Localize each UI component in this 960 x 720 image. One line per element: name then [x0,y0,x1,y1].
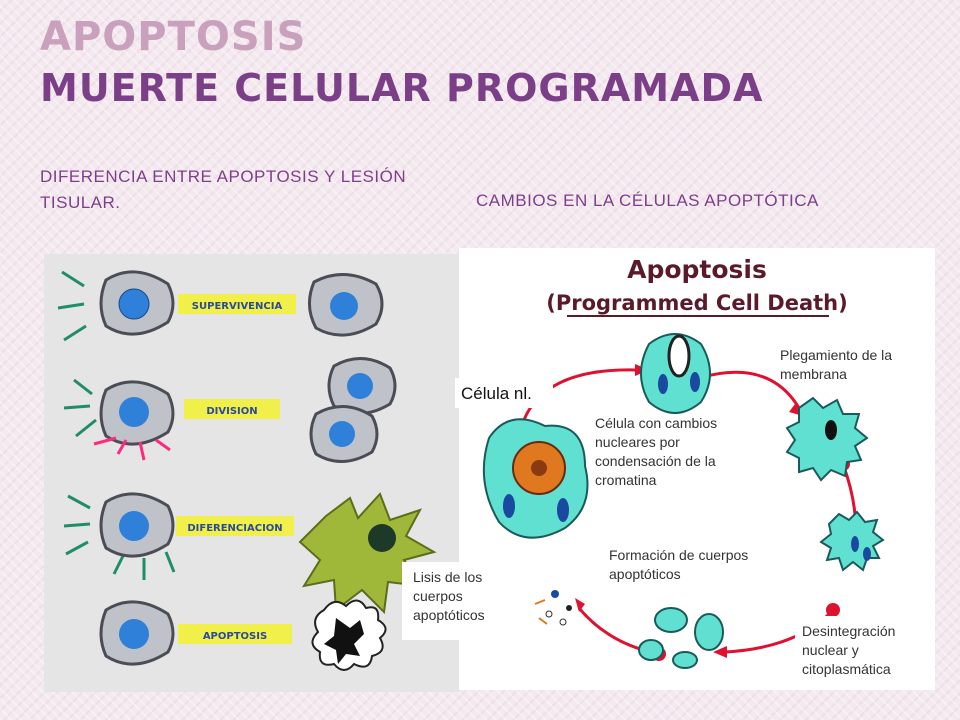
right-caption: CAMBIOS EN LA CÉLULAS APOPTÓTICA [476,191,819,210]
lysis-label: Lisis de los cuerpos apoptóticos [413,569,485,623]
cell-fate-figure: SUPERVIVENCIA DIVISION DIFERENCIACION [44,254,460,692]
disintegration-label-box [795,616,933,690]
apoptotic-bodies-label: Formación de cuerpos apoptóticos [609,547,749,582]
apoptotic-bodies [638,607,724,669]
row-label-division: DIVISION [206,406,257,417]
row-division: DIVISION [63,357,397,463]
normal-cell [482,418,589,539]
row-apoptosis: APOPTOSIS [99,599,387,671]
apoptosis-cycle-figure: Apoptosis (Programmed Cell Death) [459,248,935,690]
row-label-differentiation: DIFERENCIACION [187,523,282,534]
folding-cell [785,396,869,482]
figure-subtitle: (Programmed Cell Death) [546,291,847,315]
condensed-cell [640,333,711,414]
row-label-survival: SUPERVIVENCIA [192,301,283,312]
nuclear-changes-label: Célula con cambios nucleares por condens… [595,415,718,488]
membrane-folding-label: Plegamiento de la membrana [780,347,893,382]
figure-title: Apoptosis [627,255,767,284]
normal-cell-label-box [455,378,553,408]
row-survival: SUPERVIVENCIA [57,270,384,342]
lysis-fragments [534,590,572,626]
lysis-label-box [402,562,510,640]
row-label-apoptosis: APOPTOSIS [203,631,267,642]
disintegrating-cell [819,510,885,572]
disintegration-label: Desintegración nuclear y citoplasmática [802,623,896,677]
slide-title: APOPTOSIS [40,14,307,60]
slide-subtitle: MUERTE CELULAR PROGRAMADA [40,66,764,110]
row-differentiation: DIFERENCIACION [63,492,437,615]
left-caption: DIFERENCIA ENTRE APOPTOSIS Y LESIÓN TISU… [40,167,407,212]
normal-cell-label: Célula nl. [461,384,532,403]
